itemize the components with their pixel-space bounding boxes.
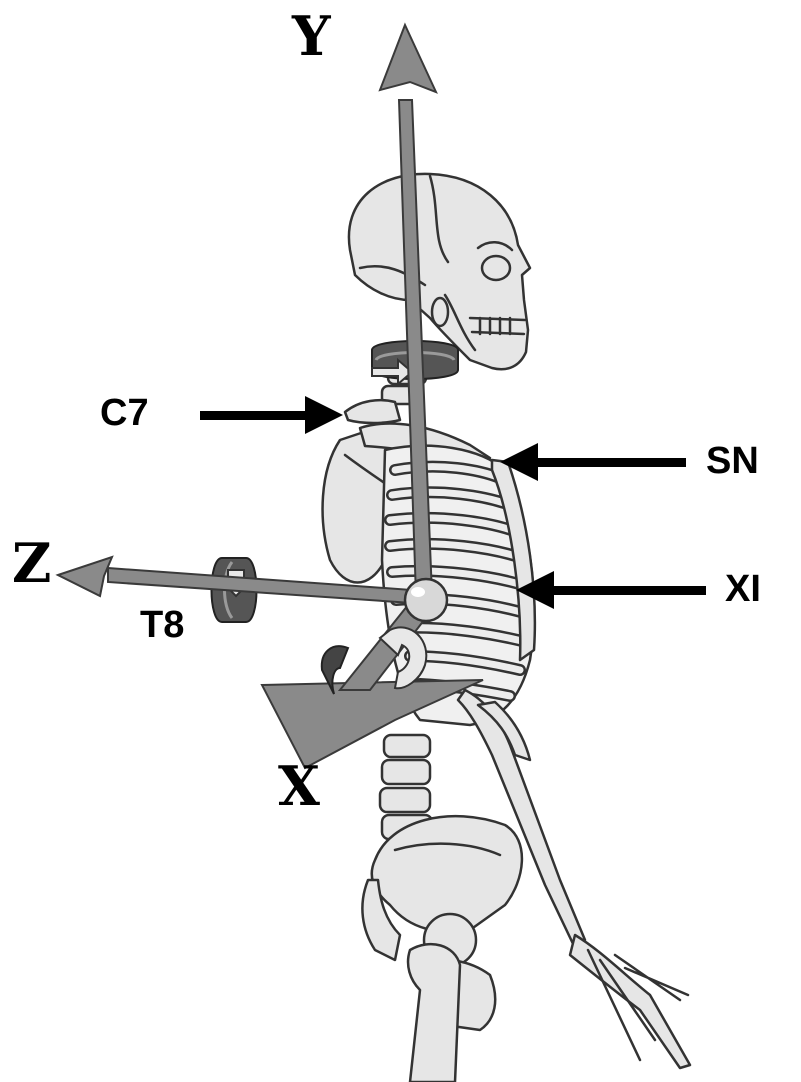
xi-pointer-arrow — [516, 571, 706, 609]
z-axis-label: Z — [12, 531, 51, 595]
xi-label: XI — [725, 568, 761, 610]
c7-label: C7 — [100, 392, 149, 434]
y-axis-label: Y — [291, 4, 332, 68]
sn-pointer-arrow — [500, 443, 686, 481]
t8-label: T8 — [140, 604, 184, 646]
c7-pointer-arrow — [200, 396, 343, 434]
x-axis-label: X — [278, 754, 320, 818]
skull — [349, 174, 530, 369]
skeleton-illustration — [323, 174, 690, 1082]
femur — [408, 944, 460, 1082]
origin-sphere — [405, 579, 447, 621]
sn-label: SN — [706, 440, 759, 482]
